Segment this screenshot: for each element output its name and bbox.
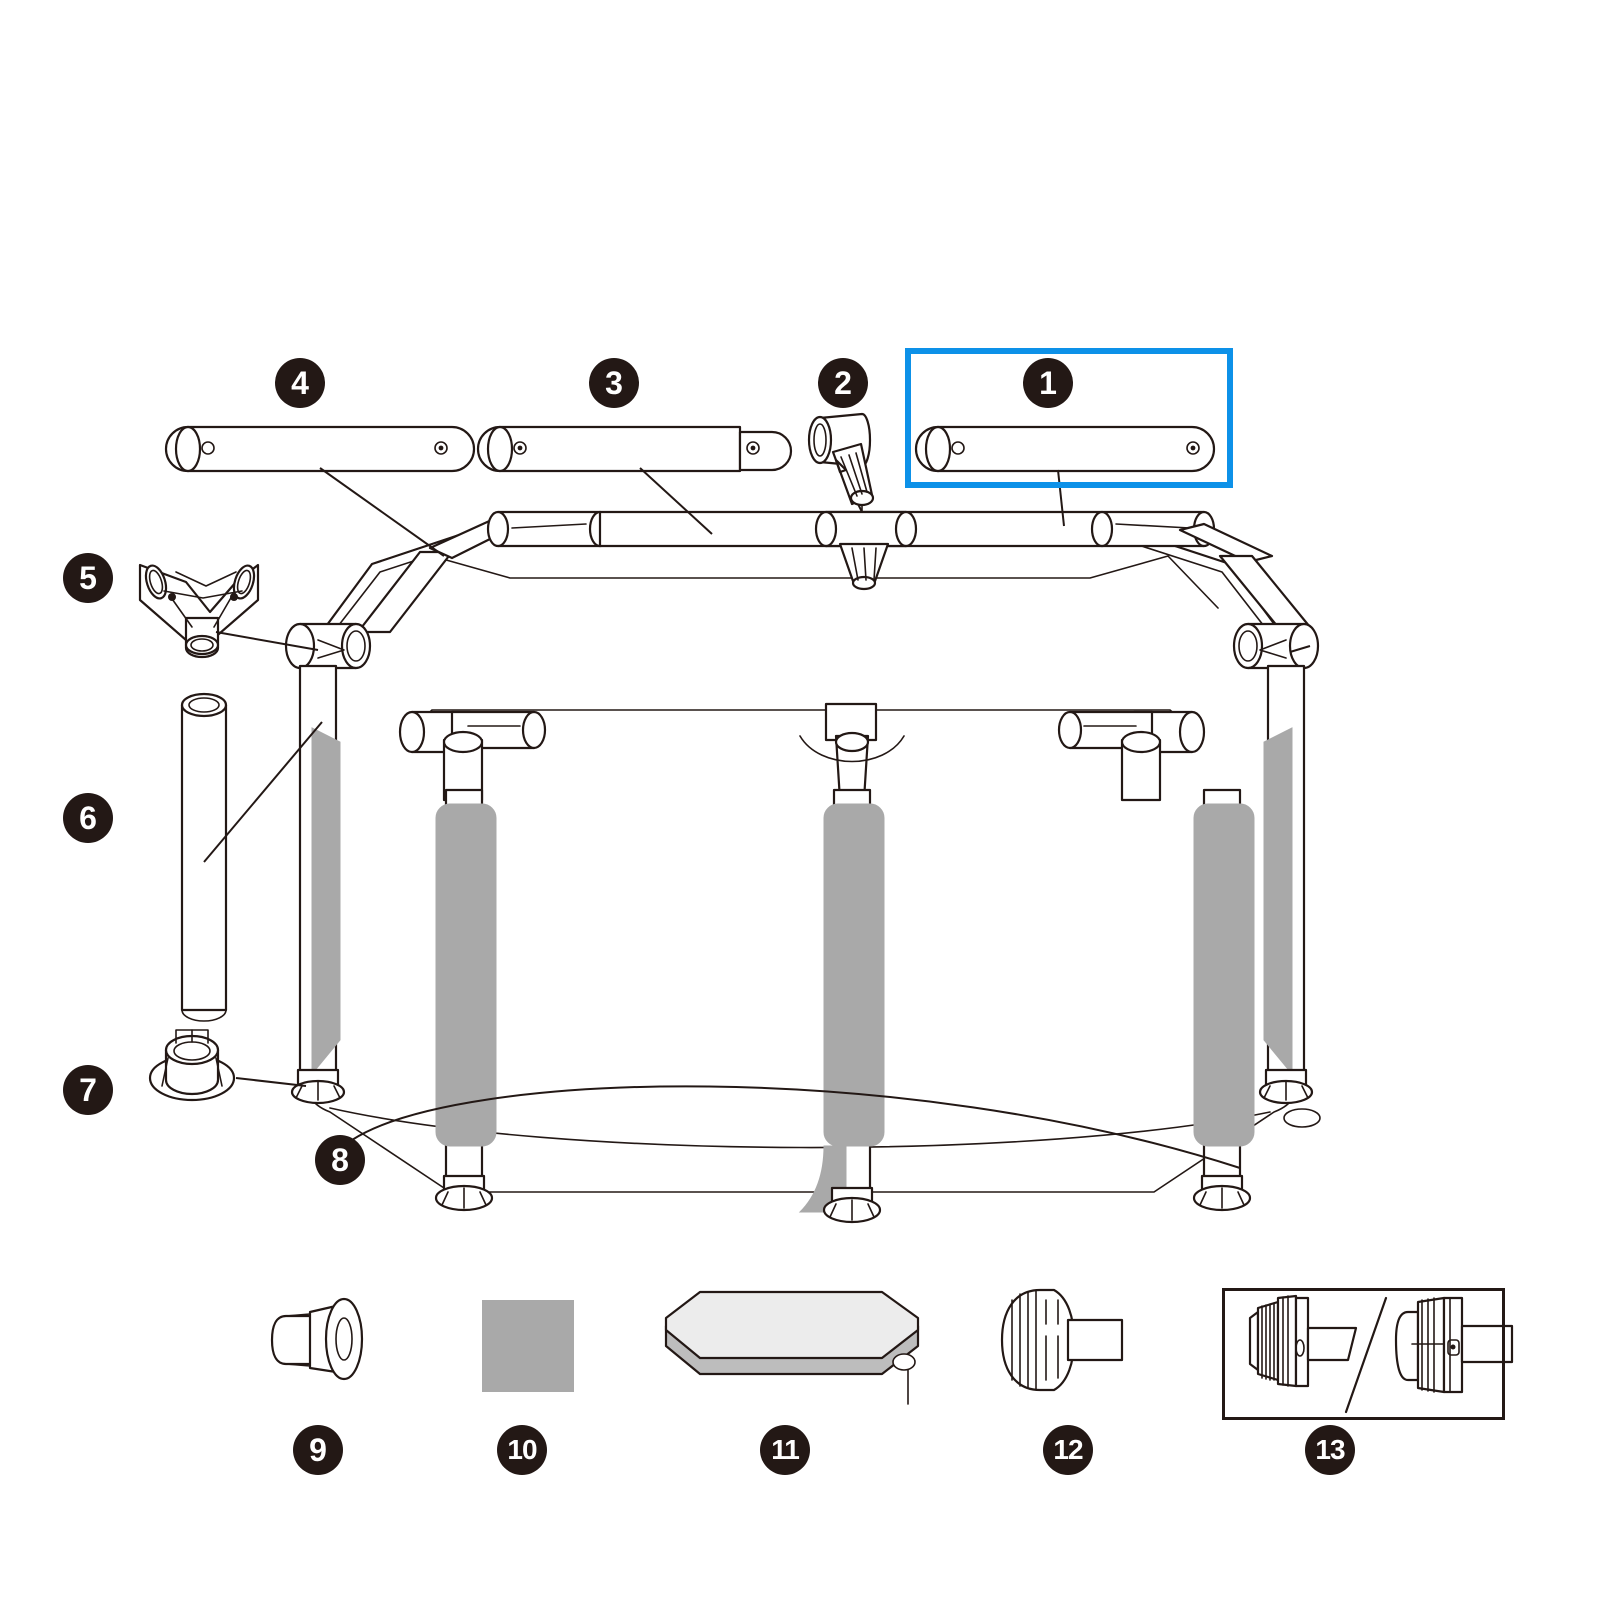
leg-right-outer <box>1258 664 1314 1105</box>
part-9-artwork <box>270 1297 364 1381</box>
part-3-artwork <box>476 425 793 473</box>
part-number-badge-1[interactable]: 1 <box>1023 358 1073 408</box>
leg-left-outer <box>290 664 346 1105</box>
part-7-artwork <box>148 1029 236 1102</box>
part-2-artwork <box>807 412 875 521</box>
part-number-badge-10[interactable]: 10 <box>497 1425 547 1475</box>
leg-front-centre <box>798 788 885 1224</box>
part-number-badge-9[interactable]: 9 <box>293 1425 343 1475</box>
leg-front-right <box>1192 788 1255 1212</box>
pool-frame-assembly <box>284 510 1321 1224</box>
part-11-artwork <box>664 1290 920 1405</box>
part-number-badge-2[interactable]: 2 <box>818 358 868 408</box>
part-number-badge-6[interactable]: 6 <box>63 793 113 843</box>
part-number-badge-11[interactable]: 11 <box>760 1425 810 1475</box>
part-6-artwork <box>180 692 228 1022</box>
part-number-badge-8[interactable]: 8 <box>315 1135 365 1185</box>
part-number-badge-4[interactable]: 4 <box>275 358 325 408</box>
part-12-artwork <box>1000 1288 1124 1392</box>
valve-pair-frame <box>1222 1288 1505 1420</box>
leader-lines <box>203 467 1311 1169</box>
part-5-artwork <box>138 563 260 659</box>
leg-front-left <box>434 788 497 1212</box>
part-number-badge-5[interactable]: 5 <box>63 553 113 603</box>
part-13-artwork <box>1248 1294 1514 1414</box>
part-number-badge-7[interactable]: 7 <box>63 1065 113 1115</box>
part-number-badge-12[interactable]: 12 <box>1043 1425 1093 1475</box>
part-4-artwork <box>164 425 476 473</box>
selected-part-highlight[interactable] <box>905 348 1233 488</box>
part-number-badge-13[interactable]: 13 <box>1305 1425 1355 1475</box>
part-1-artwork <box>914 425 1216 473</box>
part-number-badge-3[interactable]: 3 <box>589 358 639 408</box>
part-10-artwork <box>482 1300 574 1392</box>
